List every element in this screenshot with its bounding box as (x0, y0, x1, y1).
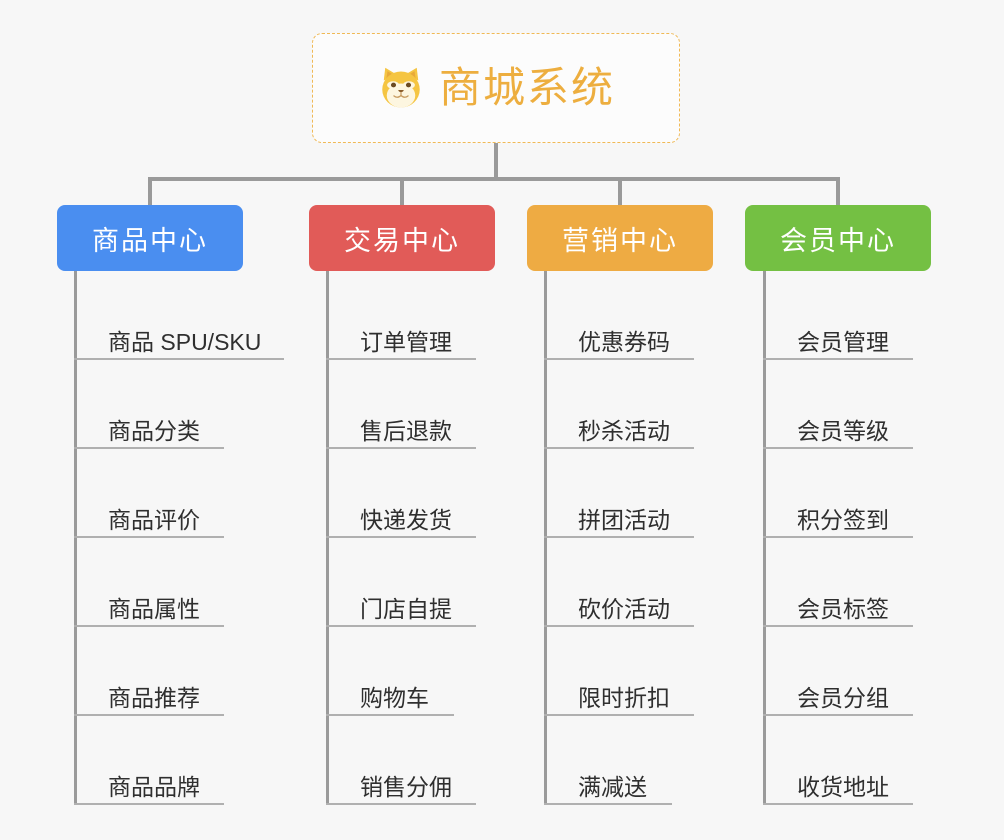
leaf-item-underline (763, 714, 913, 716)
leaf-item-label: 商品推荐 (108, 684, 200, 711)
leaf-item-label: 门店自提 (360, 595, 452, 622)
root-node-title: 商城系统 (438, 64, 615, 111)
leaf-item-label: 收货地址 (797, 773, 889, 800)
leaf-item-label: 订单管理 (360, 328, 452, 355)
leaf-item[interactable]: 优惠券码 (544, 271, 694, 360)
leaf-item-underline (763, 536, 913, 538)
leaf-item-underline (763, 358, 913, 360)
category-label: 交易中心 (344, 225, 460, 256)
shiba-dog-face-icon (377, 64, 425, 112)
leaf-column-marketing-center: 优惠券码秒杀活动拼团活动砍价活动限时折扣满减送 (544, 271, 694, 805)
leaf-item[interactable]: 商品属性 (74, 538, 261, 627)
leaf-item-underline (326, 803, 476, 805)
leaf-item[interactable]: 砍价活动 (544, 538, 694, 627)
leaf-item-label: 满减送 (578, 773, 647, 800)
leaf-item-underline (544, 625, 694, 627)
leaf-item-label: 商品评价 (108, 506, 200, 533)
leaf-item[interactable]: 会员等级 (763, 360, 913, 449)
category-box-product-center[interactable]: 商品中心 (57, 205, 243, 271)
category-box-trade-center[interactable]: 交易中心 (309, 205, 495, 271)
leaf-item-underline (74, 625, 224, 627)
leaf-item-underline (326, 536, 476, 538)
leaf-item-label: 商品 SPU/SKU (108, 328, 262, 355)
leaf-item-underline (544, 714, 694, 716)
leaf-item-label: 快递发货 (360, 506, 452, 533)
leaf-item[interactable]: 会员管理 (763, 271, 913, 360)
leaf-item[interactable]: 商品推荐 (74, 627, 261, 716)
leaf-item-underline (74, 536, 224, 538)
leaf-item-label: 拼团活动 (578, 506, 670, 533)
leaf-item-label: 限时折扣 (578, 684, 670, 711)
leaf-item[interactable]: 商品评价 (74, 449, 261, 538)
category-label: 营销中心 (562, 225, 678, 256)
leaf-item-underline (326, 714, 454, 716)
column-spine-line (326, 271, 329, 805)
leaf-item-label: 优惠券码 (578, 328, 670, 355)
leaf-item[interactable]: 商品 SPU/SKU (74, 271, 284, 360)
column-spine-line (544, 271, 547, 805)
leaf-item-underline (763, 803, 913, 805)
leaf-item-label: 会员管理 (797, 328, 889, 355)
leaf-item-underline (74, 803, 224, 805)
leaf-item-underline (544, 536, 694, 538)
category-label: 会员中心 (780, 225, 896, 256)
leaf-column-member-center: 会员管理会员等级积分签到会员标签会员分组收货地址 (763, 271, 913, 805)
connector-drop-trade-center (400, 177, 404, 207)
leaf-item-label: 购物车 (360, 684, 429, 711)
leaf-item[interactable]: 售后退款 (326, 360, 476, 449)
leaf-column-trade-center: 订单管理售后退款快递发货门店自提购物车销售分佣 (326, 271, 476, 805)
connector-root-stem (494, 143, 498, 179)
leaf-item-underline (326, 447, 476, 449)
connector-drop-product-center (148, 177, 152, 207)
connector-bus-bar (148, 177, 840, 181)
leaf-item-label: 砍价活动 (578, 595, 670, 622)
root-node-shop-system[interactable]: 商城系统 (312, 33, 680, 143)
category-box-member-center[interactable]: 会员中心 (745, 205, 931, 271)
connector-drop-member-center (836, 177, 840, 207)
leaf-item[interactable]: 商品分类 (74, 360, 261, 449)
leaf-item-label: 积分签到 (797, 506, 889, 533)
leaf-item-label: 销售分佣 (360, 773, 452, 800)
leaf-column-product-center: 商品 SPU/SKU 商品分类商品评价商品属性商品推荐商品品牌 (74, 271, 284, 805)
leaf-item-underline (544, 803, 672, 805)
leaf-item-underline (763, 447, 913, 449)
leaf-item-underline (544, 358, 694, 360)
leaf-item-label: 商品分类 (108, 417, 200, 444)
category-box-marketing-center[interactable]: 营销中心 (527, 205, 713, 271)
leaf-item-label: 会员分组 (797, 684, 889, 711)
leaf-item-label: 秒杀活动 (578, 417, 670, 444)
leaf-item[interactable]: 会员分组 (763, 627, 913, 716)
column-spine-line (74, 271, 77, 805)
leaf-item[interactable]: 快递发货 (326, 449, 476, 538)
leaf-item-underline (74, 714, 224, 716)
leaf-item-underline (544, 447, 694, 449)
leaf-item[interactable]: 订单管理 (326, 271, 476, 360)
leaf-item-label: 会员标签 (797, 595, 889, 622)
leaf-item-underline (74, 447, 224, 449)
leaf-item-underline (74, 358, 284, 360)
leaf-item-label: 商品属性 (108, 595, 200, 622)
leaf-item[interactable]: 积分签到 (763, 449, 913, 538)
leaf-item-label: 会员等级 (797, 417, 889, 444)
column-spine-line (763, 271, 766, 805)
leaf-item[interactable]: 拼团活动 (544, 449, 694, 538)
leaf-item-underline (326, 358, 476, 360)
leaf-item[interactable]: 限时折扣 (544, 627, 694, 716)
leaf-item[interactable]: 门店自提 (326, 538, 476, 627)
leaf-item[interactable]: 秒杀活动 (544, 360, 694, 449)
category-label: 商品中心 (92, 225, 208, 256)
leaf-item-label: 售后退款 (360, 417, 452, 444)
leaf-item[interactable]: 购物车 (326, 627, 454, 716)
leaf-item[interactable]: 会员标签 (763, 538, 913, 627)
leaf-item-label: 商品品牌 (108, 773, 200, 800)
connector-drop-marketing-center (618, 177, 622, 207)
leaf-item[interactable]: 销售分佣 (326, 716, 476, 805)
leaf-item[interactable]: 满减送 (544, 716, 672, 805)
leaf-item-underline (763, 625, 913, 627)
leaf-item-underline (326, 625, 476, 627)
leaf-item[interactable]: 商品品牌 (74, 716, 261, 805)
leaf-item[interactable]: 收货地址 (763, 716, 913, 805)
